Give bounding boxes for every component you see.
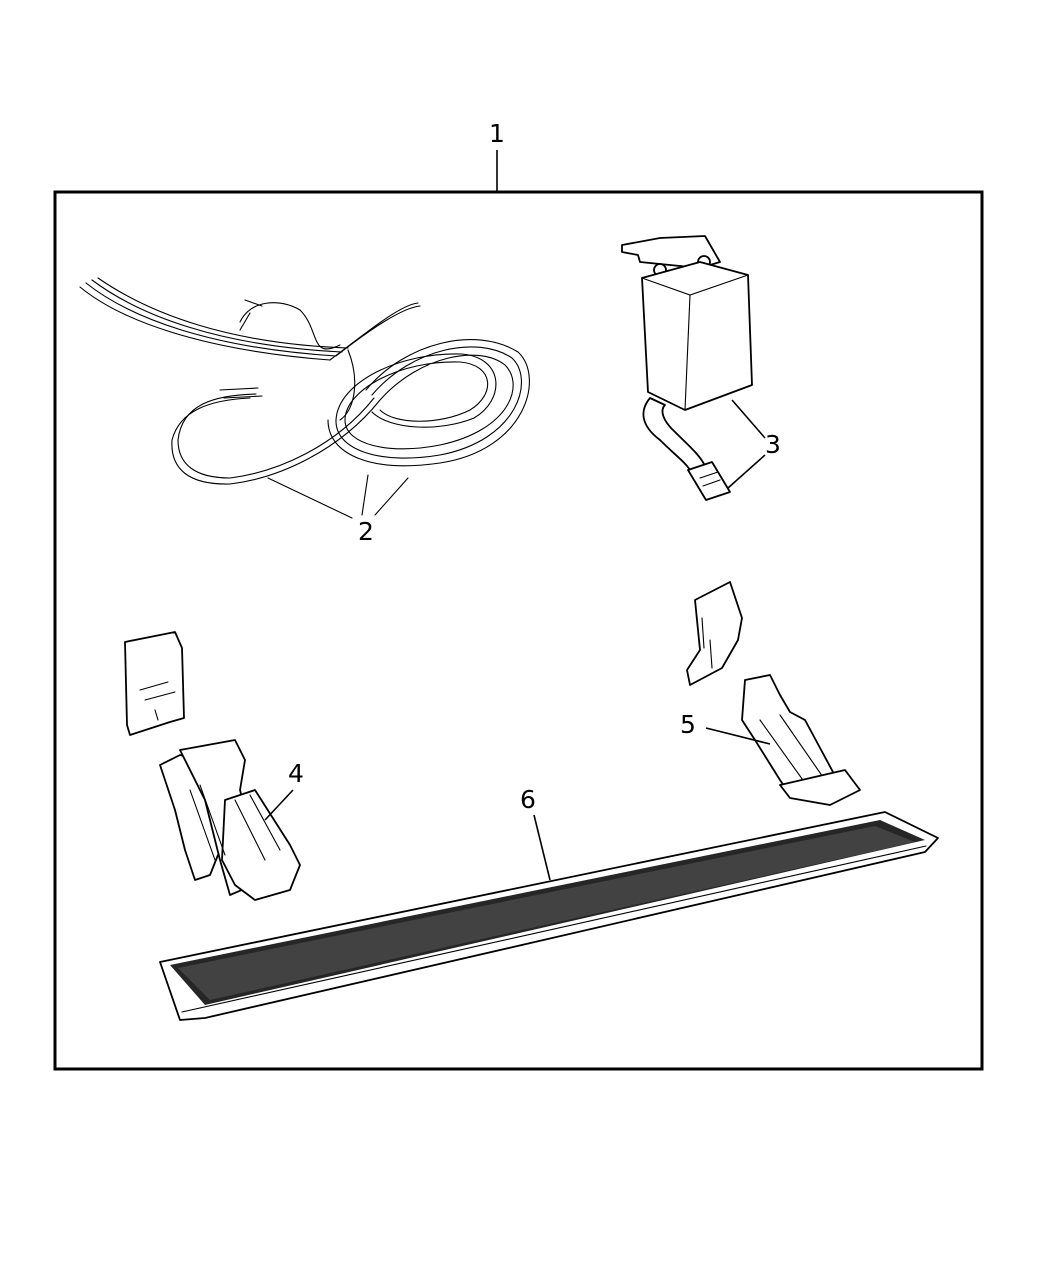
callout-4: 4	[288, 759, 304, 788]
callout-6: 6	[520, 785, 536, 814]
wiring-harness	[79, 277, 530, 519]
front-motor-bracket	[124, 631, 301, 901]
callout-line-4	[264, 789, 294, 821]
callout-line-5	[705, 727, 771, 745]
callout-line-6	[533, 814, 551, 881]
running-board	[159, 811, 939, 1021]
callout-1: 1	[489, 119, 505, 148]
kit-frame	[53, 190, 984, 1071]
control-module	[621, 235, 753, 501]
callout-2: 2	[358, 517, 374, 546]
callout-line-3b	[727, 454, 766, 489]
rear-bracket	[686, 581, 861, 806]
callout-line-3	[731, 399, 766, 439]
callout-5: 5	[680, 710, 696, 739]
callout-3: 3	[765, 430, 781, 459]
